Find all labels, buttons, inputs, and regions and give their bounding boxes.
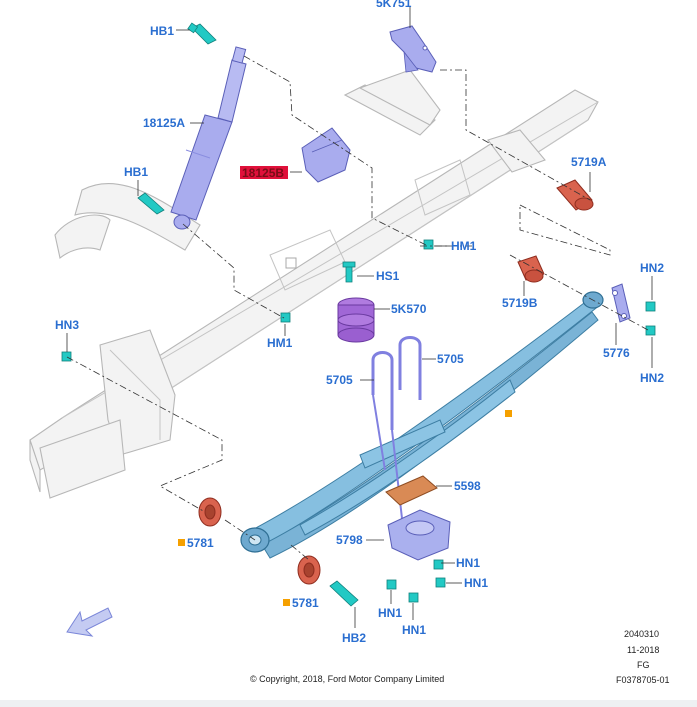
spring-plate xyxy=(385,475,438,506)
drawing-fg: FG xyxy=(637,660,650,670)
callout-hn1-right-top[interactable]: HN1 xyxy=(456,556,480,570)
callout-hb1-mid[interactable]: HB1 xyxy=(124,165,148,179)
shock-absorber xyxy=(170,46,247,230)
callout-hn2-bottom[interactable]: HN2 xyxy=(640,371,664,385)
jounce-bumper xyxy=(337,297,375,343)
bushing-5781-upper xyxy=(198,497,222,527)
callout-hm1-low[interactable]: HM1 xyxy=(267,336,293,350)
callout-5719a[interactable]: 5719A xyxy=(571,155,607,169)
callout-hs1[interactable]: HS1 xyxy=(376,269,400,283)
callout-hn2-top[interactable]: HN2 xyxy=(640,261,664,275)
callout-18125a[interactable]: 18125A xyxy=(143,116,185,130)
bump-stop-5719a xyxy=(556,179,594,211)
callout-5781-upper[interactable]: 5781 xyxy=(187,536,214,550)
callout-labels: HB1 5K751 18125A HB1 18125B 5719A HM1 HS… xyxy=(55,0,664,645)
front-direction-arrow-icon xyxy=(66,607,113,637)
bushing-5781-lower xyxy=(297,555,321,585)
bump-stop-5719b xyxy=(517,255,545,283)
callout-5705-right[interactable]: 5705 xyxy=(437,352,464,366)
spring-spacer xyxy=(387,509,451,561)
u-bolt-right xyxy=(398,336,422,400)
orange-square-marker-icon xyxy=(178,410,512,606)
leader-lines xyxy=(66,6,653,628)
callout-5k570[interactable]: 5K570 xyxy=(391,302,427,316)
highlight-box xyxy=(240,166,288,179)
shackle xyxy=(611,283,631,323)
callout-hn3[interactable]: HN3 xyxy=(55,318,79,332)
leaf-spring xyxy=(240,291,604,559)
footer-strip xyxy=(0,700,697,707)
callout-5776[interactable]: 5776 xyxy=(603,346,630,360)
copyright-notice: © Copyright, 2018, Ford Motor Company Li… xyxy=(250,674,444,684)
drawing-date: 11-2018 xyxy=(627,645,659,655)
drawing-code: 2040310 xyxy=(624,629,659,639)
callout-5781-lower[interactable]: 5781 xyxy=(292,596,319,610)
callout-18125b[interactable]: 18125B xyxy=(242,166,284,180)
figure-id: F0378705-01 xyxy=(616,675,670,685)
callout-hn1-right[interactable]: HN1 xyxy=(464,576,488,590)
fasteners xyxy=(61,22,656,607)
callout-5705-left[interactable]: 5705 xyxy=(326,373,353,387)
callout-5719b[interactable]: 5719B xyxy=(502,296,538,310)
shock-bracket xyxy=(301,127,351,183)
vehicle-frame xyxy=(29,69,599,499)
callout-5798[interactable]: 5798 xyxy=(336,533,363,547)
upper-bracket xyxy=(389,25,437,73)
callout-5k751[interactable]: 5K751 xyxy=(376,0,412,10)
callout-hb1-top[interactable]: HB1 xyxy=(150,24,174,38)
callout-hn1-left[interactable]: HN1 xyxy=(378,606,402,620)
callout-hm1-mid[interactable]: HM1 xyxy=(451,239,477,253)
callout-hn1-bottom[interactable]: HN1 xyxy=(402,623,426,637)
callout-5598[interactable]: 5598 xyxy=(454,479,481,493)
callout-hb2[interactable]: HB2 xyxy=(342,631,366,645)
